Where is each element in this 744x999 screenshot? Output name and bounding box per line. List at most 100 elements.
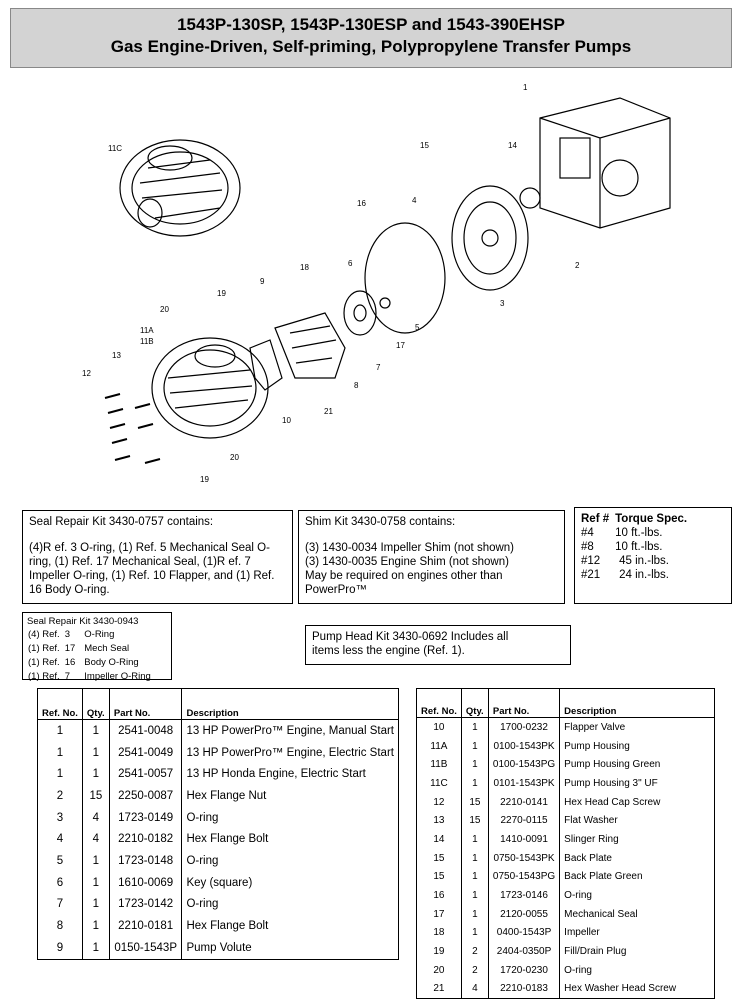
pump-head-kit-line-2: items less the engine (Ref. 1). <box>312 645 465 657</box>
cell-description: O-ring <box>559 886 715 905</box>
torque-spec: 10 ft.-lbs. <box>615 527 663 539</box>
callout-21: 21 <box>324 407 333 416</box>
shim-kit-line-3: May be required on engines other than <box>305 570 503 582</box>
cell-part-no: 0100-1543PG <box>487 755 560 775</box>
seal-kit-heading: Seal Repair Kit 3430-0757 contains: <box>29 516 214 528</box>
cell-description: Key (square) <box>181 871 399 894</box>
cell-description: Flat Washer <box>559 811 715 831</box>
header-part-no: Part No. <box>108 688 182 720</box>
torque-ref: #8 <box>581 541 594 553</box>
cell-part-no: 1720-0230 <box>487 960 560 980</box>
callout-2: 2 <box>575 261 580 270</box>
title-line-2: Gas Engine-Driven, Self-priming, Polypro… <box>110 37 632 56</box>
callout-12: 12 <box>82 369 91 378</box>
cell-qty: 15 <box>460 792 489 812</box>
cell-part-no: 2541-0057 <box>108 763 182 786</box>
callout-1: 1 <box>523 83 528 92</box>
cell-qty: 4 <box>81 806 110 829</box>
cell-ref-no: 6 <box>37 871 83 894</box>
torque-ref: #12 <box>581 555 601 567</box>
cell-qty: 1 <box>81 850 110 872</box>
cell-part-no: 0400-1543P <box>487 923 560 943</box>
cell-part-no: 2541-0049 <box>108 741 182 764</box>
callout-8: 8 <box>354 381 359 390</box>
parts-table-header: Ref. No. Qty. Part No. Description <box>37 688 399 720</box>
back-plate-illustration <box>451 185 529 291</box>
cell-part-no: 0750-1543PG <box>487 867 560 887</box>
cell-part-no: 2210-0141 <box>487 792 560 812</box>
cell-qty: 1 <box>81 719 110 742</box>
pump-housing-11a-illustration <box>151 337 269 439</box>
callout-5: 5 <box>415 323 420 332</box>
callout-14: 14 <box>508 141 517 150</box>
cell-description: Hex Flange Bolt <box>181 915 399 937</box>
cell-part-no: 1723-0142 <box>108 893 182 916</box>
seal-kit2-desc: Impeller O-Ring <box>84 671 151 682</box>
cell-part-no: 1610-0069 <box>108 871 182 894</box>
torque-header-ref: Ref # <box>581 513 610 525</box>
seal-kit-body: (4)R ef. 3 O-ring, (1) Ref. 5 Mechanical… <box>29 542 275 596</box>
pump-housing-11c-illustration <box>119 139 241 237</box>
cell-part-no: 2210-0181 <box>108 915 182 937</box>
callout-4: 4 <box>412 196 417 205</box>
shim-kit-box: Shim Kit 3430-0758 contains: (3) 1430-00… <box>298 510 565 604</box>
cell-description: O-ring <box>181 893 399 916</box>
seal-kit2-row: (1) Ref. 7 Impeller O-Ring <box>27 670 152 684</box>
cell-qty: 1 <box>460 848 489 868</box>
shim-kit-line-2: (3) 1430-0035 Engine Shim (not shown) <box>305 556 509 568</box>
cell-part-no: 2120-0055 <box>487 904 560 924</box>
cell-description: Hex Washer Head Screw <box>559 979 715 999</box>
callout-20-top: 20 <box>160 305 169 314</box>
callout-16: 16 <box>357 199 366 208</box>
cell-part-no: 1723-0148 <box>108 850 182 872</box>
seal-repair-kit-box: Seal Repair Kit 3430-0757 contains: (4)R… <box>22 510 293 604</box>
seal-kit2-qty: (1) Ref. <box>28 671 60 682</box>
cell-part-no: 1700-0232 <box>487 717 560 737</box>
callout-3: 3 <box>500 299 505 308</box>
pump-volute-illustration <box>274 312 346 379</box>
pump-head-kit-box: Pump Head Kit 3430-0692 Includes all ite… <box>305 625 571 665</box>
cell-ref-no: 7 <box>37 893 83 916</box>
cell-description: Impeller <box>559 923 715 943</box>
cell-ref-no: 15 <box>416 848 462 868</box>
seal-kit2-ref: 7 <box>64 671 70 682</box>
header-description: Description <box>559 688 715 718</box>
title-line-1: 1543P-130SP, 1543P-130ESP and 1543-390EH… <box>177 15 565 34</box>
cell-qty: 1 <box>460 774 489 793</box>
torque-spec: 24 in.-lbs. <box>619 569 669 581</box>
callout-15: 15 <box>420 141 429 150</box>
cell-ref-no: 16 <box>416 886 462 905</box>
seal-kit2-ref: 16 <box>64 657 76 668</box>
cell-part-no: 2210-0182 <box>108 828 182 851</box>
body-oring-illustration <box>364 222 446 334</box>
cell-qty: 1 <box>460 904 489 924</box>
cell-description: Pump Housing Green <box>559 755 715 775</box>
seal-kit2-qty: (1) Ref. <box>28 643 60 654</box>
cell-description: Pump Housing <box>559 736 715 756</box>
cell-qty: 4 <box>81 828 110 851</box>
shim-kit-line-1: (3) 1430-0034 Impeller Shim (not shown) <box>305 542 515 554</box>
callout-11a: 11A <box>140 326 154 335</box>
cell-ref-no: 19 <box>416 942 462 961</box>
header-ref-no: Ref. No. <box>416 688 462 718</box>
cell-ref-no: 1 <box>37 719 83 742</box>
cell-ref-no: 13 <box>416 811 462 831</box>
cell-description: O-ring <box>181 850 399 872</box>
cap-screws-illustration <box>104 393 161 464</box>
seal-kit2-desc: Body O-Ring <box>84 657 139 668</box>
cell-part-no: 1723-0146 <box>487 886 560 905</box>
